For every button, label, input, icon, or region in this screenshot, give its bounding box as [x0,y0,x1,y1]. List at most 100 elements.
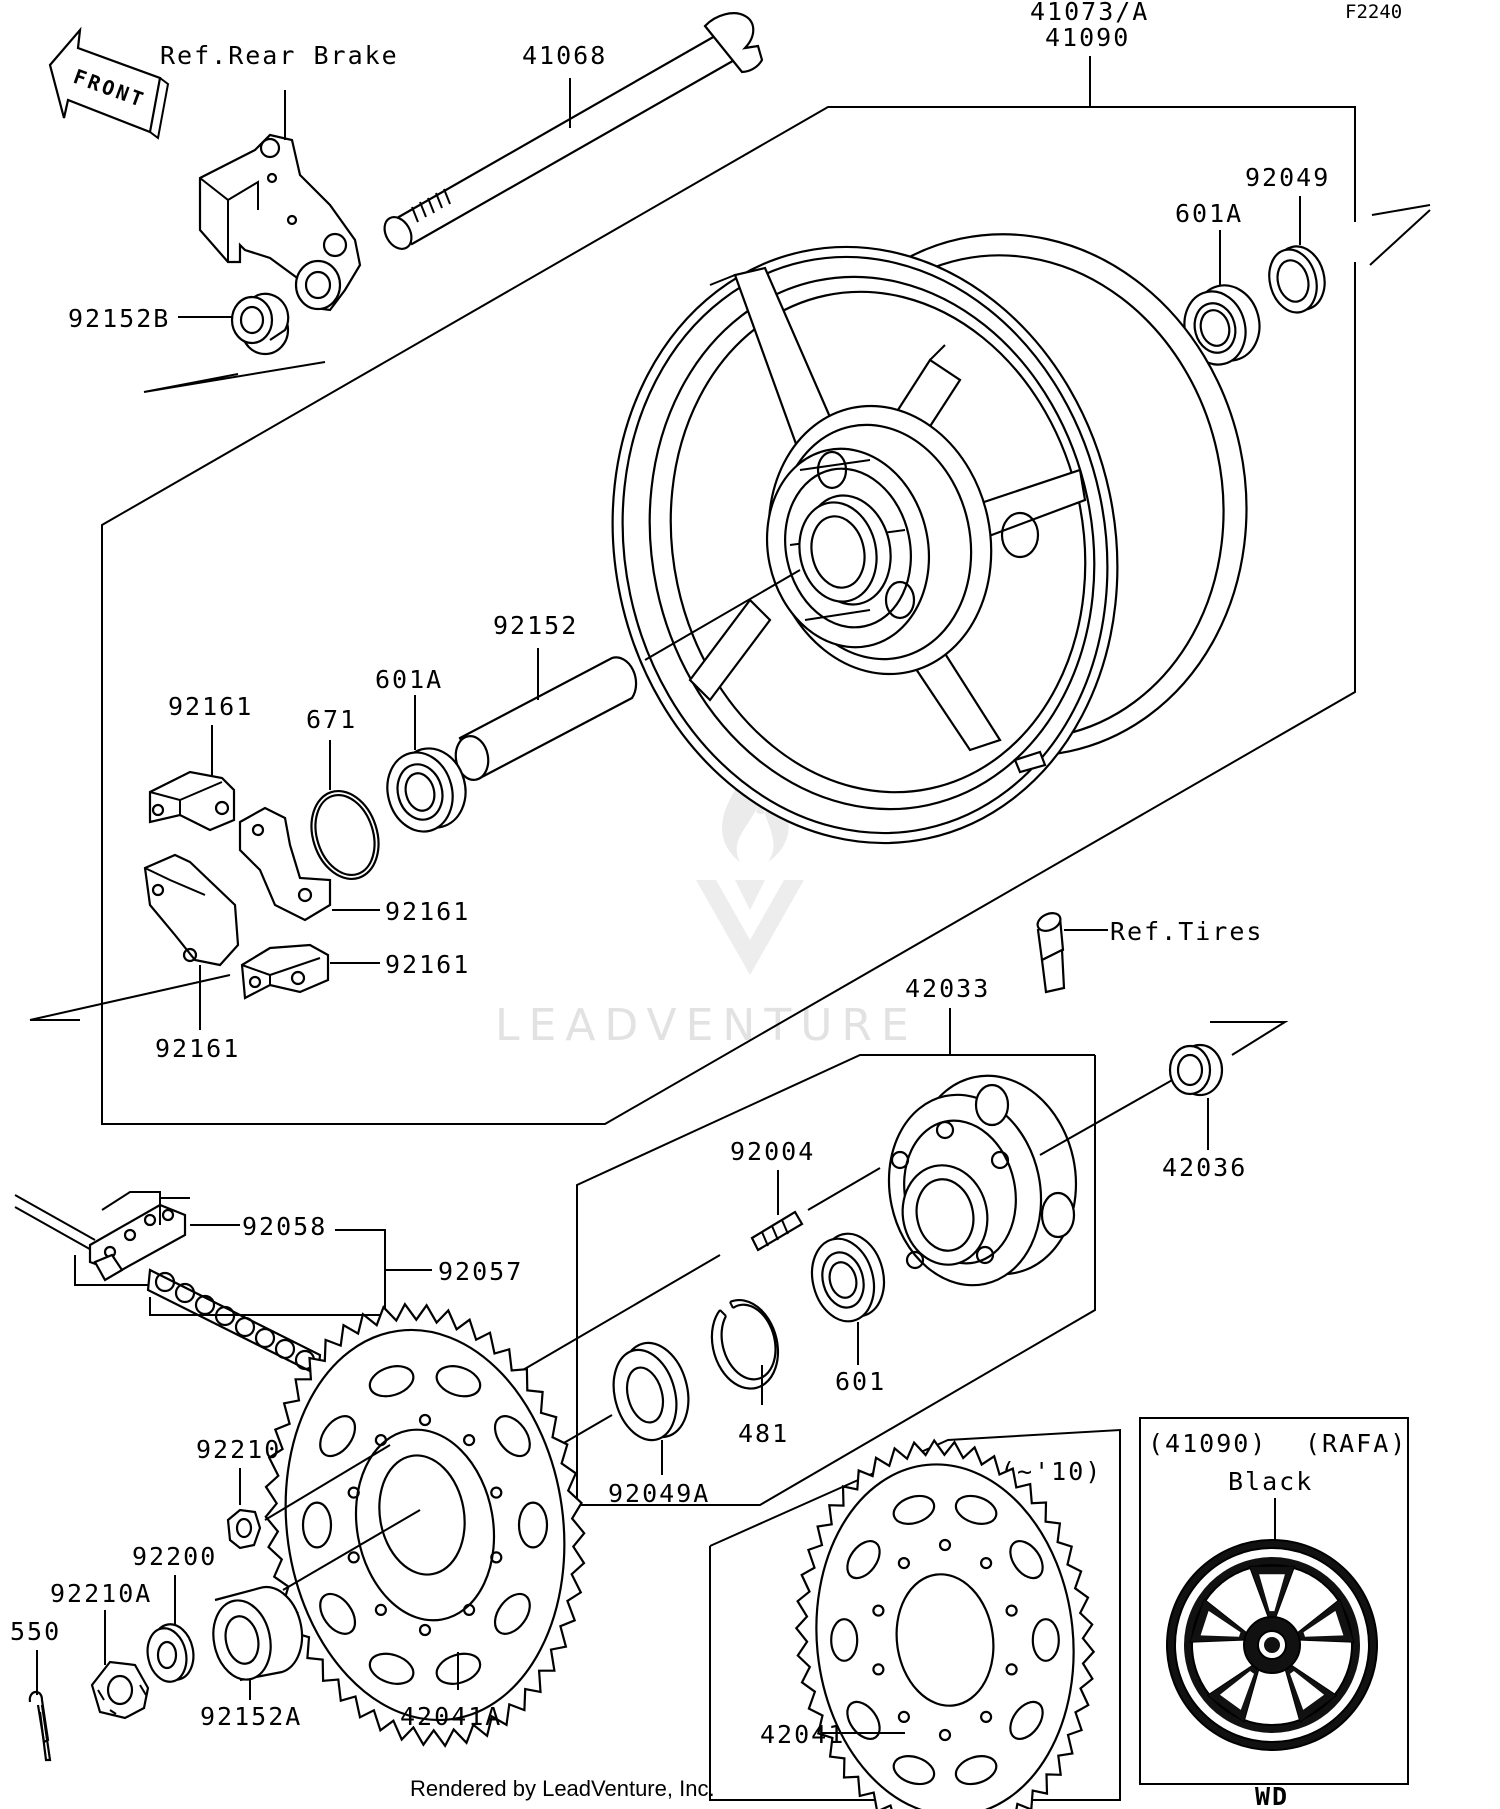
sprocket-bolt-hole [1005,1604,1018,1617]
label-92210a: 92210A [50,1579,152,1608]
inset-color: Black [1228,1467,1313,1496]
sprocket-slot [517,1501,549,1549]
sprocket-bolt-hole [938,1538,952,1552]
label-42036: 42036 [1162,1153,1247,1182]
nut-92210 [226,1508,262,1550]
sprocket-bolt-hole [463,1603,476,1617]
projection-marker [29,974,231,1021]
sprocket-slot [1009,1540,1044,1580]
sprocket-bolt-hole [490,1486,503,1499]
tire-valve [1036,912,1066,994]
sprocket-bolt-hole [490,1551,503,1564]
collar-92152b [230,292,290,356]
label-92200: 92200 [132,1542,217,1571]
projection-marker [1210,1021,1289,1056]
label-671: 671 [306,705,357,734]
label-601a-mid: 601A [375,665,443,694]
sprocket-bolt-hole [1005,1663,1018,1676]
drive-chain [14,1194,322,1377]
label-92057: 92057 [438,1257,523,1286]
ref-rear-brake-label: Ref.Rear Brake [160,41,399,70]
label-550: 550 [10,1617,61,1646]
sprocket-bolt-hole [872,1604,885,1617]
rear-sprocket-42041 [794,1438,1096,1809]
cotter-pin-550 [28,1690,52,1762]
label-41090: 41090 [1045,23,1130,52]
sprocket-coupling-42033 [887,1074,1078,1287]
wheel-spoke-highlight [1200,1610,1241,1637]
sprocket-bolt-hole [347,1551,360,1564]
render-credit: Rendered by LeadVenture, Inc. [410,1776,715,1801]
master-link-92058 [88,1203,187,1282]
label-42041a: 42041A [400,1702,502,1731]
bearing-601a-mid [386,747,467,833]
label-92152: 92152 [493,611,578,640]
ref-tires-label: Ref.Tires [1110,917,1263,946]
label-92161-right: 92161 [385,897,470,926]
label-92152a: 92152A [200,1702,302,1731]
label-92161-bottom: 92161 [155,1034,240,1063]
sprocket-slot [319,1592,357,1635]
sprocket-slot [368,1365,415,1398]
label-92004: 92004 [730,1137,815,1166]
spacer-92152 [454,656,638,781]
damper-92161-bottom [240,943,330,1000]
sprocket-bolt-hole [374,1603,387,1617]
sprocket-bolt-hole [897,1556,911,1570]
label-42033: 42033 [905,974,990,1003]
sprocket-slot [892,1494,936,1525]
sprocket-bolt-hole [418,1413,432,1427]
sprocket-bolt-hole [872,1663,885,1676]
sprocket-slot [846,1540,881,1580]
sprocket-slot [830,1618,859,1662]
damper-92161-top [148,770,236,832]
sprocket-bolt-hole [897,1710,911,1724]
rear-brake-bracket [198,133,362,312]
rear-sprocket-42041a [264,1302,586,1748]
damper-92161-left [143,853,240,967]
sprocket-bolt-hole [374,1433,387,1447]
sprocket-slot [301,1501,333,1549]
wheel-spoke-highlight [1259,1574,1285,1612]
inset-suffix: WD [1255,1782,1289,1809]
sprocket-bolt-hole [979,1556,993,1570]
sprocket-inner-ring [284,1328,566,1722]
black-wheel-thumbnail [1166,1539,1378,1751]
label-92049a: 92049A [608,1479,710,1508]
axle-41068 [383,12,764,250]
sprocket-slot [954,1494,998,1525]
sprocket-slot [1009,1700,1044,1740]
damper-92161-right [238,806,332,922]
watermark-text: LEADVENTURE [495,1000,918,1051]
wheel-group-outline [101,106,1356,1125]
sprocket-slot [892,1755,936,1786]
rear-wheel [611,233,1248,845]
inset-code: (RAFA) [1305,1429,1407,1458]
bearing-601a-top [1183,284,1261,366]
wheel-spoke-highlight [1290,1671,1325,1710]
washer-92200 [146,1623,195,1683]
sprocket-slot [493,1415,531,1458]
sprocket-slot [435,1365,482,1398]
label-41073a: 41073/A [1030,0,1149,26]
label-42041: 42041 [760,1720,845,1749]
label-92161-bottom-right: 92161 [385,950,470,979]
sprocket-slot [368,1652,415,1685]
circlip-481 [710,1299,780,1390]
sprocket-bolt-hole [979,1710,993,1724]
projection-marker [143,361,326,393]
sprocket-inner-ring [815,1463,1075,1809]
wheel-spoke-highlight [1219,1671,1254,1710]
label-41068: 41068 [522,41,607,70]
sprocket-slot [319,1415,357,1458]
label-601a-top: 601A [1175,199,1243,228]
sprocket-slot [1031,1618,1060,1662]
front-arrow-icon: FRONT [48,26,170,140]
label-92161-top: 92161 [168,692,253,721]
wheel-inset-box [1139,1417,1409,1785]
seal-92049a [612,1341,690,1442]
label-481: 481 [738,1419,789,1448]
label-92152b: 92152B [68,304,170,333]
seal-92049-top [1268,245,1326,314]
